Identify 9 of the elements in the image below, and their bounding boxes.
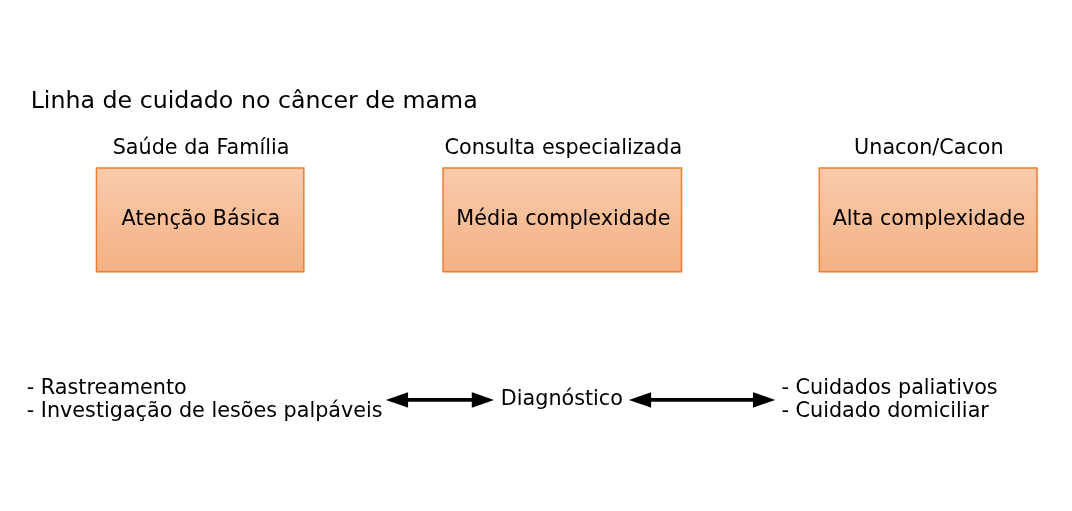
node-label: Consulta especializada bbox=[444, 134, 683, 159]
node-label: Saúde da Família bbox=[112, 134, 290, 159]
arrow bbox=[628, 392, 776, 408]
node-text: Diagnóstico bbox=[500, 386, 623, 411]
arrow bbox=[385, 392, 495, 408]
node-text: - Rastreamento - Investigação de lesões palpáveis bbox=[26, 375, 383, 422]
diagram-title: Linha de cuidado no câncer de mama bbox=[30, 85, 478, 114]
node-label: Unacon/Cacon bbox=[854, 134, 1004, 159]
node-text: - Cuidados paliativos - Cuidado domiciliar bbox=[781, 375, 998, 422]
